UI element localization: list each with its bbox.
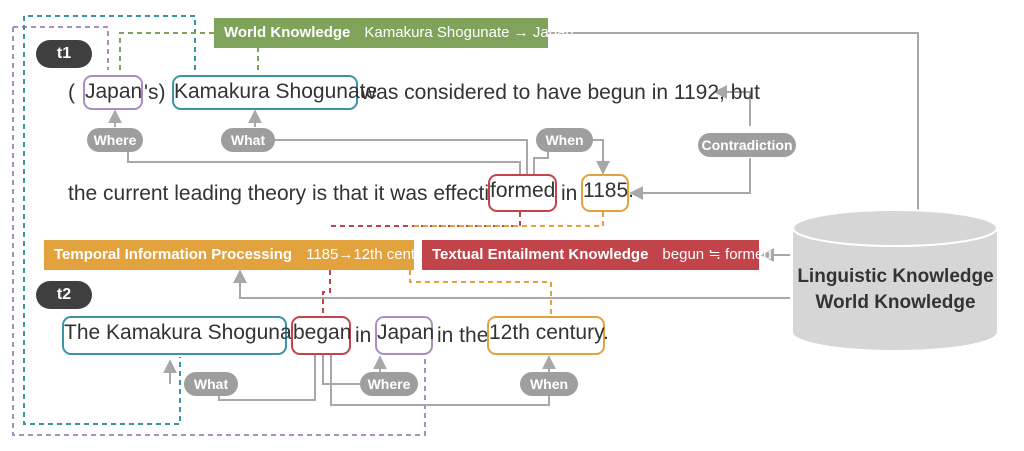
temporal-title: Temporal Information Processing <box>54 246 293 263</box>
textual-detail: begun ≒ formed <box>662 246 772 263</box>
shogunate-link-dashed <box>23 15 196 425</box>
year-box: 1185. <box>581 174 634 212</box>
sentence2-in: in <box>561 182 578 205</box>
japan-link-dashed <box>12 26 426 436</box>
began-box: began <box>291 316 351 355</box>
sentence3-in: in <box>355 324 372 347</box>
textual-banner: Textual Entailment Knowledge begun ≒ form… <box>422 240 772 270</box>
t1-what-line <box>275 139 528 174</box>
sentence3-in-the: in the <box>437 324 489 347</box>
world-db-line <box>548 32 919 210</box>
where-label-t2: Where <box>360 372 418 396</box>
tag-t2: t2 <box>36 281 92 309</box>
when-label-t1: When <box>536 128 593 152</box>
t1-when-line <box>533 152 549 174</box>
textual-title: Textual Entailment Knowledge <box>432 246 649 263</box>
database-label-world: World Knowledge <box>815 292 976 313</box>
t1-where-line <box>127 150 521 174</box>
japan-box-t2: Japan <box>375 316 434 355</box>
t2-where-line <box>322 355 360 385</box>
contradiction-loop <box>713 85 751 126</box>
contradiction-loop-2 <box>629 158 751 200</box>
world-knowledge-link-dashed <box>119 32 259 70</box>
world-knowledge-detail: Kamakura Shogunate → Japan <box>364 24 574 41</box>
db-temporal-arrow <box>233 269 790 299</box>
database-cylinder <box>792 209 998 350</box>
t1-when-arrow <box>593 139 610 175</box>
world-knowledge-title: World Knowledge <box>224 24 351 41</box>
tag-t1: t1 <box>36 40 92 68</box>
century-box: 12th century. <box>487 316 609 355</box>
t2-when-line <box>330 355 550 406</box>
database-label-linguistic: Linguistic Knowledge <box>797 266 994 287</box>
world-knowledge-banner: World Knowledge Kamakura Shogunate → Japa… <box>214 18 574 48</box>
formed-began-link-dashed <box>322 212 521 315</box>
temporal-banner: Temporal Information Processing 1185→12th… <box>44 240 436 270</box>
when-label-t2: When <box>520 372 578 396</box>
sentence2-prefix: the current leading theory is that it wa… <box>68 182 527 205</box>
temporal-detail: 1185→12th century <box>306 246 436 263</box>
sentence1-rest: was considered to have begun in 1192, bu… <box>361 81 760 104</box>
contradiction-label: Contradiction <box>698 133 796 157</box>
open-paren: ( <box>68 81 75 104</box>
what-label-t1: What <box>221 128 275 152</box>
t2-what-line <box>218 355 316 401</box>
formed-box: formed <box>488 174 557 212</box>
shogunate-box-t2: The Kamakura Shogunate <box>62 316 309 355</box>
shogunate-box-t1: Kamakura Shogunate <box>172 75 377 110</box>
what-label-t2: What <box>184 372 238 396</box>
possessive: 's) <box>144 81 166 104</box>
where-label-t1: Where <box>87 128 143 152</box>
japan-box-t1: Japan <box>83 75 143 110</box>
year-century-link-dashed <box>409 212 604 315</box>
